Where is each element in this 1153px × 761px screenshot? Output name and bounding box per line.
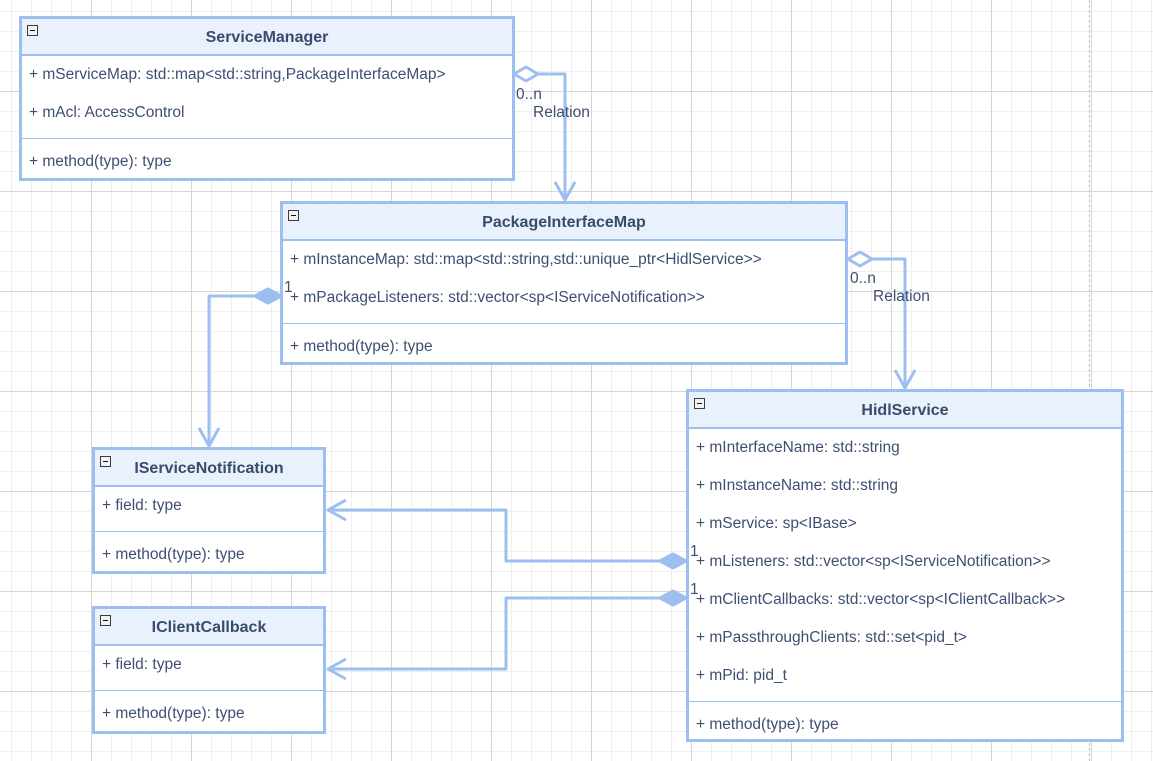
connector-pim-isn [207, 294, 256, 446]
connector-sm-pim [538, 72, 567, 200]
field-row[interactable]: + mPackageListeners: std::vector<sp<ISer… [290, 289, 705, 306]
field-row[interactable]: + field: type [102, 497, 182, 514]
arrow-head-icc [326, 657, 347, 681]
method-row[interactable]: + method(type): type [290, 338, 433, 355]
class-header[interactable]: ServiceManager [22, 19, 512, 56]
relation-label[interactable]: Relation [533, 104, 590, 121]
connector-hidl-icc [328, 596, 660, 671]
field-row[interactable]: + mInstanceMap: std::map<std::string,std… [290, 251, 762, 268]
method-row[interactable]: + method(type): type [29, 153, 172, 170]
class-header[interactable]: IServiceNotification [95, 450, 323, 487]
multiplicity-label: 0..n [850, 270, 876, 287]
method-row[interactable]: + method(type): type [102, 546, 245, 563]
field-row[interactable]: + mService: sp<IBase> [696, 515, 857, 532]
arrow-head-isn [197, 427, 221, 448]
section-divider [689, 701, 1121, 702]
section-divider [22, 138, 512, 139]
section-divider [95, 690, 323, 691]
class-title: ServiceManager [205, 29, 329, 46]
aggregation-diamond-sm [512, 65, 540, 83]
field-row[interactable]: + mPassthroughClients: std::set<pid_t> [696, 629, 967, 646]
class-title: HidlService [861, 402, 949, 419]
section-divider [95, 531, 323, 532]
aggregation-diamond-pim [846, 250, 874, 268]
composition-diamond-hidl-1 [658, 552, 688, 570]
multiplicity-label: 1 [690, 543, 699, 560]
multiplicity-label: 1 [284, 279, 293, 296]
relation-label[interactable]: Relation [873, 288, 930, 305]
collapse-icon[interactable] [100, 615, 111, 626]
field-row[interactable]: + mListeners: std::vector<sp<IServiceNot… [696, 553, 1051, 570]
field-row[interactable]: + mInstanceName: std::string [696, 477, 899, 494]
field-row[interactable]: + mPid: pid_t [696, 667, 787, 684]
connector-pim-hidl [872, 257, 907, 388]
arrow-head-hidl [893, 369, 917, 390]
page-boundary-guide [1089, 0, 1090, 761]
class-header[interactable]: HidlService [689, 392, 1121, 429]
composition-diamond-pim [253, 287, 283, 305]
field-row[interactable]: + mInterfaceName: std::string [696, 439, 900, 456]
class-title: IServiceNotification [134, 460, 284, 477]
arrow-head-pim [553, 181, 577, 202]
class-title: PackageInterfaceMap [482, 214, 646, 231]
field-row[interactable]: + field: type [102, 656, 182, 673]
class-iclient-callback[interactable]: IClientCallback + field: type + method(t… [92, 606, 326, 734]
field-row[interactable]: + mClientCallbacks: std::vector<sp<IClie… [696, 591, 1066, 608]
class-iservice-notification[interactable]: IServiceNotification + field: type + met… [92, 447, 326, 574]
class-header[interactable]: PackageInterfaceMap [283, 204, 845, 241]
method-row[interactable]: + method(type): type [102, 705, 245, 722]
field-row[interactable]: + mServiceMap: std::map<std::string,Pack… [29, 66, 446, 83]
arrow-head-isn-2 [326, 498, 347, 522]
multiplicity-label: 0..n [516, 86, 542, 103]
method-row[interactable]: + method(type): type [696, 716, 839, 733]
composition-diamond-hidl-2 [658, 589, 688, 607]
class-service-manager[interactable]: ServiceManager + mServiceMap: std::map<s… [19, 16, 515, 181]
collapse-icon[interactable] [100, 456, 111, 467]
class-header[interactable]: IClientCallback [95, 609, 323, 646]
class-package-interface-map[interactable]: PackageInterfaceMap + mInstanceMap: std:… [280, 201, 848, 365]
collapse-icon[interactable] [288, 210, 299, 221]
collapse-icon[interactable] [694, 398, 705, 409]
class-hidl-service[interactable]: HidlService + mInterfaceName: std::strin… [686, 389, 1124, 742]
collapse-icon[interactable] [27, 25, 38, 36]
multiplicity-label: 1 [690, 581, 699, 598]
section-divider [283, 323, 845, 324]
class-title: IClientCallback [151, 619, 267, 636]
field-row[interactable]: + mAcl: AccessControl [29, 104, 185, 121]
connector-hidl-isn [328, 508, 660, 563]
